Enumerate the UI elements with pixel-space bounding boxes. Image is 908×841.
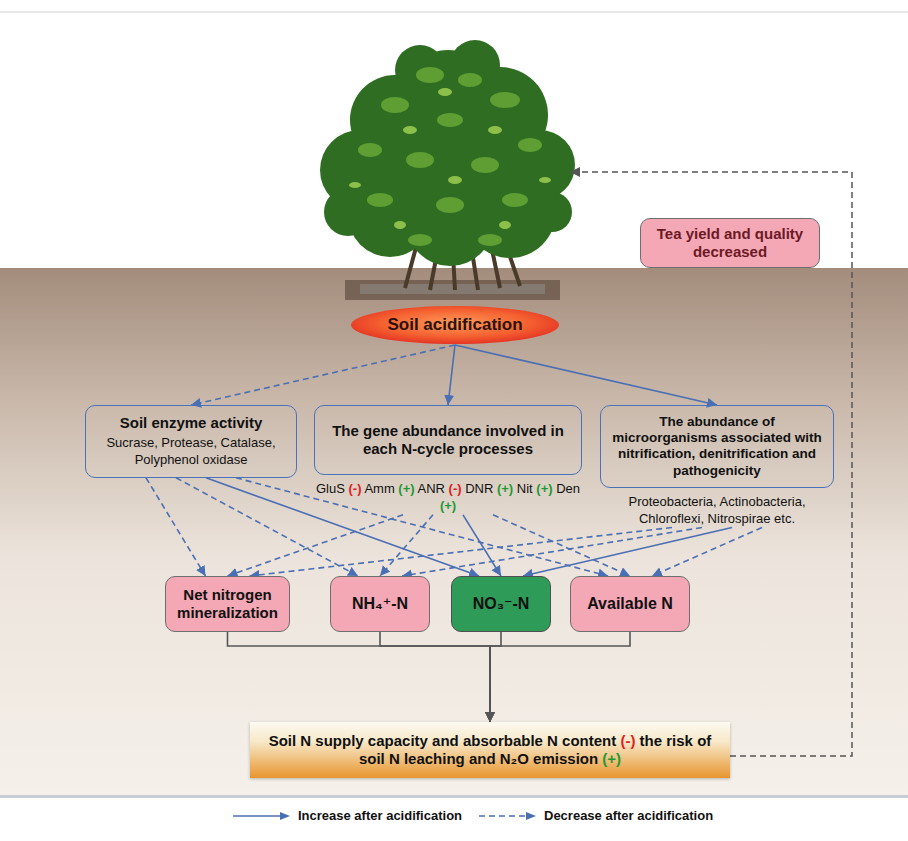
legend-line	[232, 810, 292, 822]
soil-ground	[0, 268, 908, 795]
legend-text: Decrease after acidification	[544, 808, 713, 823]
node-label: Soil acidification	[387, 315, 522, 335]
connector-arrow	[380, 515, 433, 576]
connector-arrow	[250, 528, 673, 577]
box-outline: The gene abundance involved in each N-cy…	[314, 405, 582, 475]
connector-arrow	[146, 478, 206, 576]
connector-arrow	[380, 632, 490, 722]
box-body: GluS (-) Amm (+) ANR (-) DNR (+) Nit (+)…	[314, 481, 582, 515]
box-heading: The gene abundance involved in each N-cy…	[325, 422, 571, 458]
legend-line	[478, 810, 538, 822]
box-body: Sucrase, Protease, Catalase, Polyphenol …	[96, 435, 286, 469]
connector-arrow	[191, 345, 455, 405]
connector-arrow	[228, 632, 491, 722]
legend-item: Increase after acidification	[232, 808, 462, 823]
factor-box: Soil enzyme activitySucrase, Protease, C…	[85, 405, 297, 478]
connector-arrow	[490, 632, 630, 722]
factor-box: The abundance of microorganisms associat…	[600, 405, 834, 528]
connector-arrow	[236, 478, 608, 576]
legend-text: Increase after acidification	[298, 808, 462, 823]
legend-item: Decrease after acidification	[478, 808, 713, 823]
connector-arrow	[523, 528, 732, 577]
node-label: Tea yield and quality decreased	[649, 225, 811, 261]
pool-box: Net nitrogen mineralization	[165, 576, 290, 632]
pool-box: Available N	[570, 576, 690, 632]
box-outline: Soil enzyme activitySucrase, Protease, C…	[85, 405, 297, 478]
pool-box: NH₄⁺-N	[330, 576, 430, 632]
node-label: Net nitrogen mineralization	[174, 586, 281, 622]
pool-box: NO₃⁻-N	[451, 576, 551, 632]
feedback-line	[570, 172, 852, 756]
connector-arrow	[463, 515, 501, 576]
outcome-box: Tea yield and quality decreased	[640, 218, 820, 268]
driver-ellipse: Soil acidification	[350, 305, 560, 345]
box-heading: The abundance of microorganisms associat…	[611, 414, 823, 479]
factor-box: The gene abundance involved in each N-cy…	[314, 405, 582, 515]
node-label: Available N	[587, 594, 673, 613]
connector-arrow	[228, 515, 404, 576]
box-heading: Soil enzyme activity	[96, 414, 286, 432]
box-body: Proteobacteria, Actinobacteria, Chlorofl…	[600, 494, 834, 528]
top-rule	[0, 12, 908, 13]
summary-box: Soil N supply capacity and absorbable N …	[250, 722, 730, 778]
box-outline: The abundance of microorganisms associat…	[600, 405, 834, 488]
connector-arrow	[652, 528, 762, 577]
node-label: Soil N supply capacity and absorbable N …	[264, 732, 716, 768]
connector-arrow	[448, 345, 455, 405]
bottom-rule	[0, 795, 908, 798]
node-label: NH₄⁺-N	[352, 594, 408, 613]
node-label: NO₃⁻-N	[473, 594, 530, 613]
connector-arrow	[455, 345, 717, 405]
tea-bush	[320, 40, 575, 300]
